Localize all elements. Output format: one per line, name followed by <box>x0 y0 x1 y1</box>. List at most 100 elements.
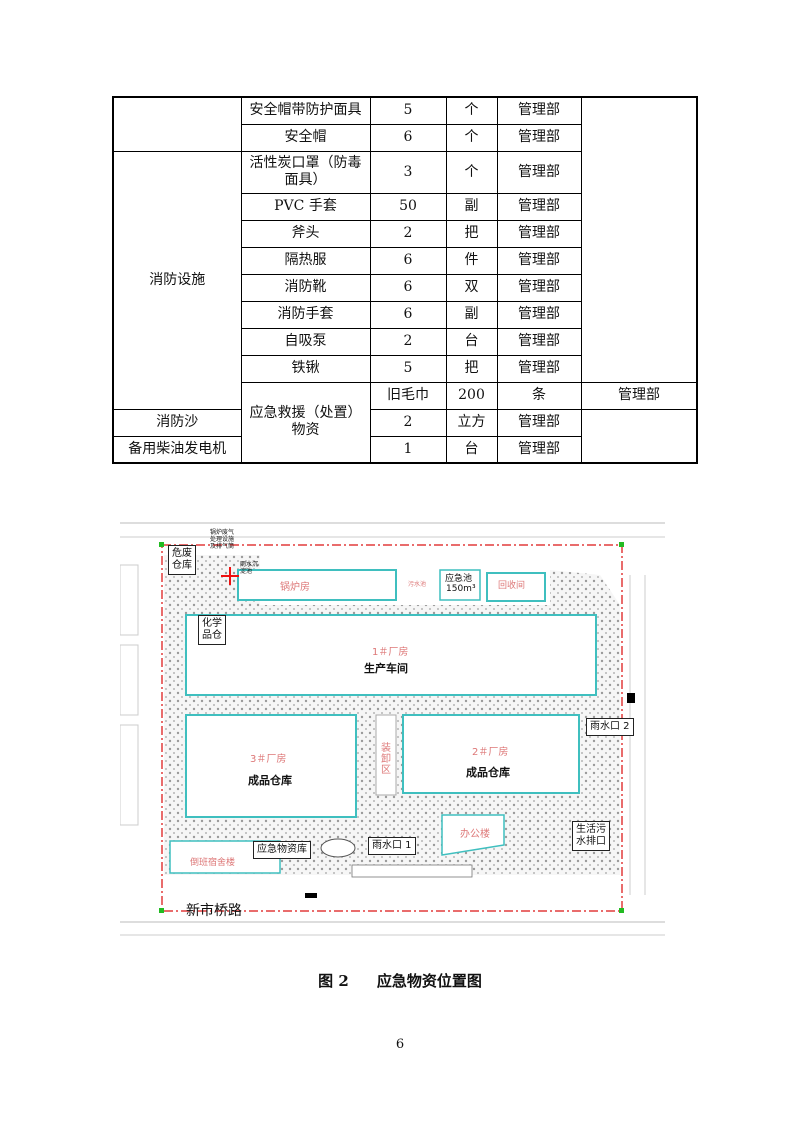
unit-cell: 条 <box>496 381 582 410</box>
name-cell: 消防靴 <box>240 273 371 302</box>
qty-cell: 2 <box>369 219 447 248</box>
rain-outlet-1-callout: 雨水口 1 <box>368 837 416 855</box>
blank-cell <box>581 301 697 328</box>
emergency-store-callout: 应急物资库 <box>253 841 311 859</box>
hazwaste-callout: 危废 仓库 <box>168 545 196 575</box>
emergency-pool-label: 应急池 <box>445 574 473 584</box>
name-cell: 隔热服 <box>240 246 371 275</box>
unit-cell: 个 <box>445 150 498 194</box>
qty-cell: 2 <box>369 408 447 437</box>
dept-cell: 管理部 <box>496 219 582 248</box>
figure-caption: 图 2 应急物资位置图 <box>0 970 800 991</box>
blank-cell <box>581 151 697 193</box>
unit-cell: 件 <box>445 246 498 275</box>
unit-cell: 副 <box>445 300 498 329</box>
unit-cell: 台 <box>445 435 498 464</box>
name-cell: 活性炭口罩（防毒面具） <box>240 150 371 194</box>
unit-cell: 双 <box>445 273 498 302</box>
loading-area-label: 装 卸 区 <box>381 743 391 776</box>
name-cell: 安全帽带防护面具 <box>240 96 371 125</box>
road-label: 新市桥路 <box>186 903 242 919</box>
name-cell: 备用柴油发电机 <box>112 435 242 464</box>
dept-cell: 管理部 <box>580 381 698 410</box>
unit-cell: 台 <box>445 327 498 356</box>
plant-2-label: 2＃厂房 <box>472 747 509 758</box>
qty-cell: 6 <box>369 246 447 275</box>
emergency-pool-volume: 150m³ <box>446 584 476 594</box>
unit-cell: 把 <box>445 219 498 248</box>
qty-cell: 6 <box>369 273 447 302</box>
dormitory-label: 倒班宿舍楼 <box>190 858 236 868</box>
name-cell: 安全帽 <box>240 123 371 152</box>
office-building-label: 办公楼 <box>460 829 490 840</box>
category-cell: 消防设施 <box>112 150 242 410</box>
dept-cell: 管理部 <box>496 150 582 194</box>
dept-cell: 管理部 <box>496 192 582 221</box>
unit-cell: 立方 <box>445 408 498 437</box>
blank-cell <box>581 220 697 247</box>
unit-cell: 把 <box>445 354 498 383</box>
figure-number: 图 2 <box>318 972 349 990</box>
unit-cell: 个 <box>445 123 498 152</box>
site-map: 危废 仓库 化学 品仓 雨水口 2 应急物资库 雨水口 1 生活污 水排口 锅炉… <box>120 515 665 945</box>
recycle-room-label: 回收间 <box>498 581 526 591</box>
blank-cell <box>581 409 697 436</box>
boiler-exhaust-label: 锅炉废气 处理设施 及排气筒 <box>210 529 235 550</box>
qty-cell: 50 <box>369 192 447 221</box>
qty-cell: 6 <box>369 300 447 329</box>
page-number: 6 <box>395 1037 405 1052</box>
blank-cell <box>581 97 697 124</box>
plant-1-label: 1＃厂房 <box>372 647 409 658</box>
plant-3-label: 3＃厂房 <box>250 754 287 765</box>
dept-cell: 管理部 <box>496 123 582 152</box>
site-map-drawing <box>120 522 665 936</box>
qty-cell: 2 <box>369 327 447 356</box>
rain-outlet-2-callout: 雨水口 2 <box>586 718 634 736</box>
qty-cell: 5 <box>369 354 447 383</box>
blank-cell <box>581 247 697 274</box>
dept-cell: 管理部 <box>496 327 582 356</box>
boiler-room-label: 锅炉房 <box>280 582 310 593</box>
name-cell: 自吸泵 <box>240 327 371 356</box>
plant-2-use-label: 成品仓库 <box>466 766 510 779</box>
blank-cell <box>581 328 697 355</box>
blank-cell <box>581 193 697 220</box>
name-cell: 消防沙 <box>112 408 242 437</box>
category-cell: 应急救援（处置）物资 <box>240 381 371 464</box>
qty-cell: 200 <box>445 381 498 410</box>
qty-cell: 6 <box>369 123 447 152</box>
dept-cell: 管理部 <box>496 300 582 329</box>
blank-cell <box>581 355 697 382</box>
qty-cell: 3 <box>369 150 447 194</box>
qty-cell: 1 <box>369 435 447 464</box>
category-cell <box>112 96 242 152</box>
chemical-store-callout: 化学 品仓 <box>198 615 226 645</box>
sewage-outlet-callout: 生活污 水排口 <box>572 821 610 851</box>
plant-3-use-label: 成品仓库 <box>248 774 292 787</box>
sediment-pool-label: 雨水沉 淀池 <box>240 561 259 575</box>
name-cell: 斧头 <box>240 219 371 248</box>
figure-title: 应急物资位置图 <box>376 972 482 990</box>
blank-cell <box>581 436 697 463</box>
dept-cell: 管理部 <box>496 96 582 125</box>
unit-cell: 副 <box>445 192 498 221</box>
blank-cell <box>581 274 697 301</box>
name-cell: 铁锹 <box>240 354 371 383</box>
name-cell: 消防手套 <box>240 300 371 329</box>
dept-cell: 管理部 <box>496 273 582 302</box>
blank-cell <box>581 124 697 151</box>
dept-cell: 管理部 <box>496 354 582 383</box>
name-cell: PVC 手套 <box>240 192 371 221</box>
